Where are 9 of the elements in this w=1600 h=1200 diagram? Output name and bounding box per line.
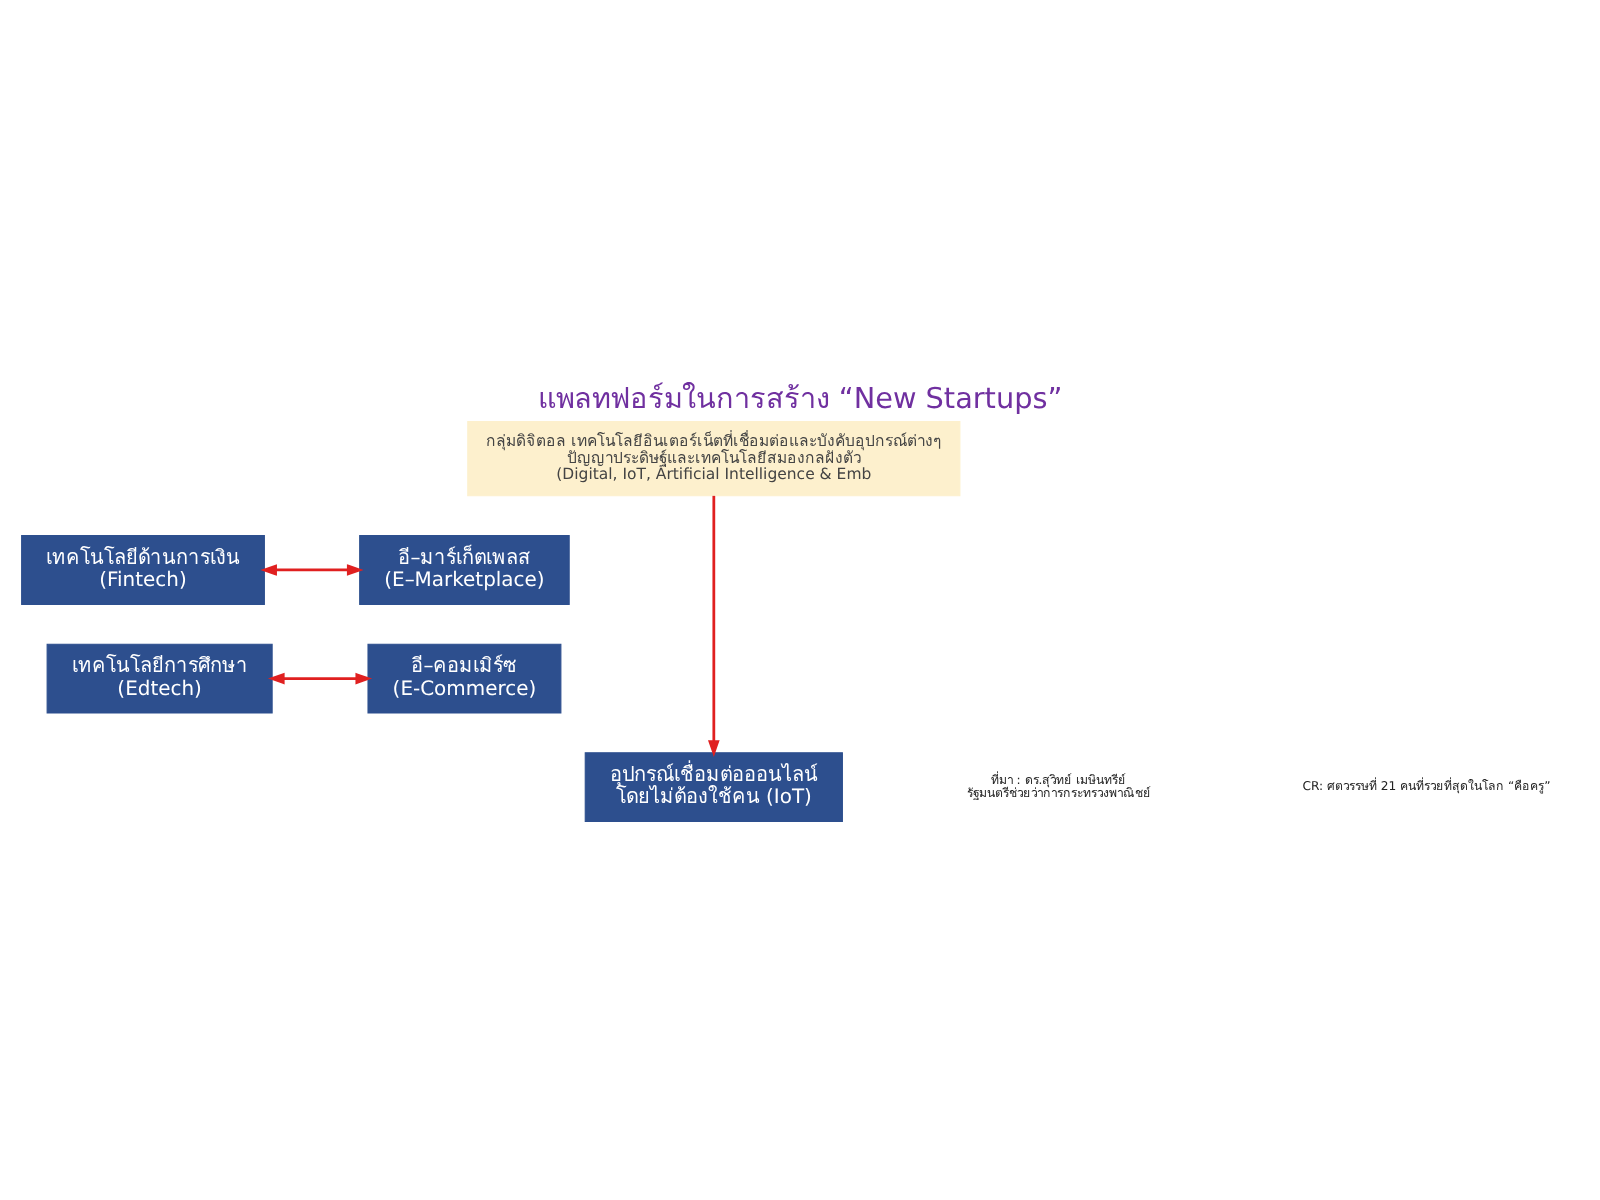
node-box: อุปกรณ์เชื่อมต่อออนไลน์ โดยไม่ต้องใช้คน (IoT) <box>584 751 843 822</box>
diagram-title: แพลทฟอร์มในการสร้าง “New Startups” <box>537 382 1063 415</box>
arrow <box>708 494 720 756</box>
arrow <box>260 563 364 575</box>
node-box: อี–มาร์เก็ตเพลส (E–Marketplace) <box>359 534 570 604</box>
node-box: เทคโนโลยีการศึกษา (Edtech) <box>46 642 273 713</box>
node-box: อี–คอมเมิร์ซ (E-Commerce) <box>367 642 562 713</box>
node-box: เทคโนโลยีด้านการเงิน (Fintech) <box>21 534 265 604</box>
arrow <box>267 671 373 684</box>
